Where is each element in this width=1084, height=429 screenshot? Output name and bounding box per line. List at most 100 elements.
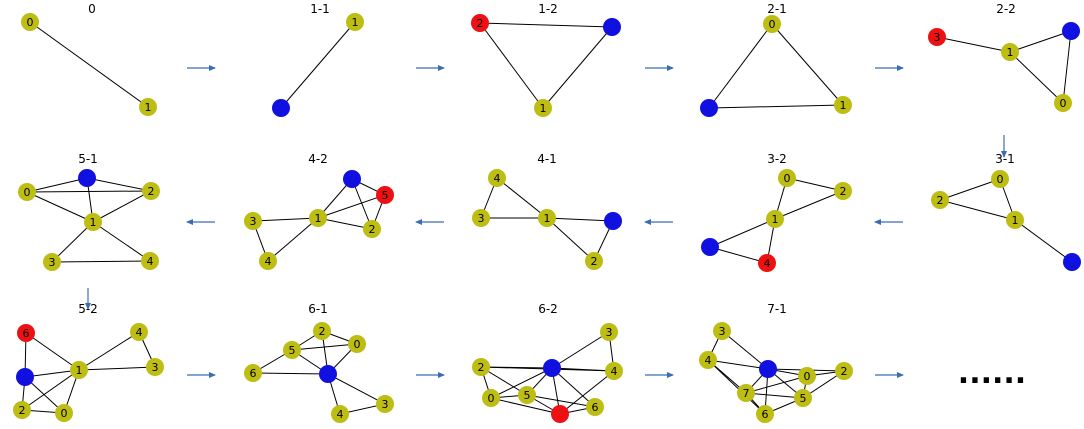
node-label: 0 xyxy=(61,407,68,420)
node-blue xyxy=(701,238,719,256)
node-yellow-1 xyxy=(1001,43,1019,61)
node-yellow-7 xyxy=(737,384,755,402)
node-red-4 xyxy=(758,254,776,272)
node-label: 5 xyxy=(800,392,807,405)
node-yellow-3 xyxy=(244,212,262,230)
node-label: 2 xyxy=(841,365,848,378)
panels-layer: 0011-111-2212-1012-23103-10213-202144-14… xyxy=(13,2,1081,423)
node-label: 2 xyxy=(840,185,847,198)
node-label: 4 xyxy=(136,326,143,339)
edge-4-r xyxy=(559,370,615,415)
edge-r-1 xyxy=(936,36,1011,53)
node-blue xyxy=(78,169,96,187)
node-yellow-0 xyxy=(798,367,816,385)
node-blue xyxy=(343,170,361,188)
edge-b-4 xyxy=(551,367,615,372)
panel-title: 1-2 xyxy=(538,2,558,16)
panel-title: 7-1 xyxy=(767,302,787,316)
node-label: 1 xyxy=(90,216,97,229)
node-label: 2 xyxy=(478,361,485,374)
node-label: 2 xyxy=(369,223,376,236)
edge-0-1 xyxy=(26,191,94,223)
node-label: 5 xyxy=(524,389,531,402)
panel-title: 2-1 xyxy=(767,2,787,16)
node-yellow-3 xyxy=(376,395,394,413)
node-yellow-2 xyxy=(585,252,603,270)
node-label: 0 xyxy=(804,370,811,383)
node-blue xyxy=(543,359,561,377)
node-label: 1 xyxy=(540,102,547,115)
node-yellow-1 xyxy=(84,213,102,231)
node-yellow-0 xyxy=(18,183,36,201)
node-label: 3 xyxy=(478,212,485,225)
node-yellow-2 xyxy=(472,358,490,376)
edge-2-1 xyxy=(479,22,544,109)
edge-3-1 xyxy=(252,217,319,222)
node-label: 2 xyxy=(148,185,155,198)
node-label: 3 xyxy=(719,325,726,338)
node-yellow-1 xyxy=(766,210,784,228)
node-yellow-1 xyxy=(70,361,88,379)
node-yellow-5 xyxy=(518,386,536,404)
node-label: 0 xyxy=(27,16,34,29)
edge-1-b xyxy=(709,218,776,248)
node-yellow-3 xyxy=(43,253,61,271)
edge-2-1 xyxy=(92,190,152,223)
node-yellow-2 xyxy=(835,362,853,380)
edge-0-7 xyxy=(745,375,808,394)
node-label: 0 xyxy=(354,338,361,351)
node-label: 2 xyxy=(591,255,598,268)
node-label: 0 xyxy=(24,186,31,199)
edge-4-b xyxy=(707,359,769,370)
node-yellow-4 xyxy=(488,169,506,187)
edge-b-0 xyxy=(490,367,553,399)
node-yellow-0 xyxy=(763,15,781,33)
node-yellow-0 xyxy=(348,335,366,353)
panel-title: 2-2 xyxy=(996,2,1016,16)
edge-0-1 xyxy=(29,21,149,108)
edge-3-b xyxy=(721,330,769,370)
node-yellow-4 xyxy=(130,323,148,341)
edge-0-b xyxy=(708,23,773,109)
node-label: 0 xyxy=(997,173,1004,186)
node-yellow-0 xyxy=(482,389,500,407)
edge-b-1 xyxy=(24,369,80,378)
panel-title: 3-1 xyxy=(995,152,1015,166)
node-yellow-1 xyxy=(834,96,852,114)
node-label: 1 xyxy=(145,101,152,114)
node-yellow-2 xyxy=(834,182,852,200)
edge-5-0 xyxy=(291,343,358,351)
edge-1-3 xyxy=(78,366,156,371)
panel-p0: 0 0 1 xyxy=(21,2,157,116)
node-label: 4 xyxy=(705,354,712,367)
edge-b-3 xyxy=(327,373,386,405)
edge-3-b xyxy=(551,331,610,369)
edge-7-5 xyxy=(745,392,804,399)
node-label: 1 xyxy=(1007,46,1014,59)
node-label: 1 xyxy=(1012,214,1019,227)
node-yellow-4 xyxy=(141,252,159,270)
edge-2-1 xyxy=(939,199,1016,221)
node-label: 6 xyxy=(762,408,769,421)
edge-1-4 xyxy=(78,331,140,371)
node-label: 1 xyxy=(352,16,359,29)
edge-4-6 xyxy=(707,359,766,415)
node-red-3 xyxy=(928,28,946,46)
edge-1-2 xyxy=(21,369,80,411)
node-label: 3 xyxy=(152,361,159,374)
node-label: 4 xyxy=(764,257,771,270)
node-yellow-1 xyxy=(1006,211,1024,229)
edge-4-1 xyxy=(496,177,548,219)
edge-1-2 xyxy=(546,217,595,262)
edge-b-6 xyxy=(551,367,596,408)
panel-title: 0 xyxy=(88,2,96,16)
node-label: 2 xyxy=(319,325,326,338)
node-label: 0 xyxy=(1060,97,1067,110)
edge-1-4 xyxy=(267,217,319,262)
